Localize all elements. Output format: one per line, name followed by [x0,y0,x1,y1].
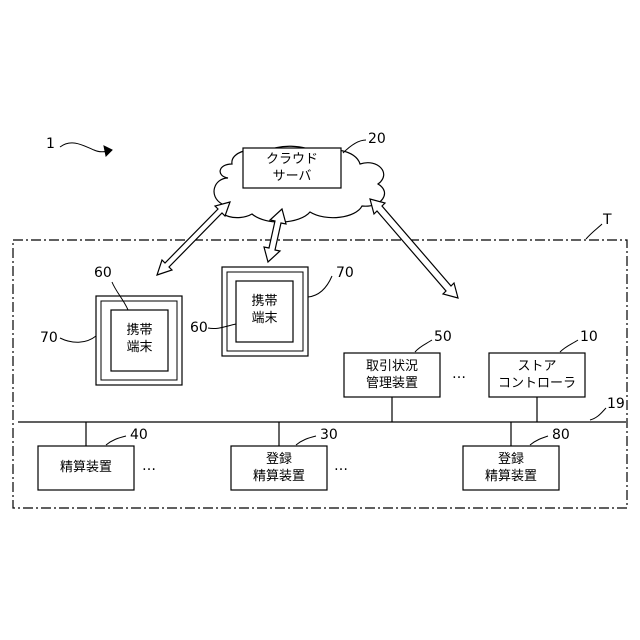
store-controller-line2: コントローラ [489,375,585,392]
ref-settlement: 40 [130,427,148,443]
mobile-left-line1: 携帯 [111,322,168,339]
mobile-left-label: 携帯 端末 [111,322,168,356]
mobile-center-label: 携帯 端末 [236,293,293,327]
mobile-center-line1: 携帯 [236,293,293,310]
registration-settlement-b-label: 登録 精算装置 [463,451,559,485]
arrow-cloud-mobile-left [157,202,230,275]
cloud-server-line1: クラウド [243,151,341,168]
settlement-label: 精算装置 [38,459,134,476]
ellipsis-between-mgr-controller: … [452,366,467,382]
ref-mobile-center-inner: 60 [190,320,208,336]
ellipsis-after-settlement: … [142,458,157,474]
ref-store: T [603,212,612,228]
ref-mobile-left-outer: 70 [40,330,58,346]
transaction-mgr-line1: 取引状況 [344,358,440,375]
mobile-left-line2: 端末 [111,339,168,356]
ref-registration-settlement-b: 80 [552,427,570,443]
arrow-cloud-transaction [370,199,458,298]
ref-network: 19 [607,396,625,412]
mobile-center-line2: 端末 [236,310,293,327]
ref-mobile-left-inner: 60 [94,265,112,281]
ref-cloud: 20 [368,131,386,147]
ellipsis-after-registration-a: … [334,458,349,474]
cloud-server-label: クラウド サーバ [243,151,341,185]
registration-settlement-a-line1: 登録 [231,451,327,468]
ref-store-controller: 10 [580,329,598,345]
registration-settlement-a-line2: 精算装置 [231,468,327,485]
ref-mobile-center-outer: 70 [336,265,354,281]
registration-settlement-b-line1: 登録 [463,451,559,468]
registration-settlement-a-label: 登録 精算装置 [231,451,327,485]
ref-transaction-mgr: 50 [434,329,452,345]
store-controller-line1: ストア [489,358,585,375]
cloud-server-line2: サーバ [243,168,341,185]
transaction-mgr-line2: 管理装置 [344,375,440,392]
transaction-mgr-label: 取引状況 管理装置 [344,358,440,392]
settlement-line1: 精算装置 [38,459,134,476]
store-controller-label: ストア コントローラ [489,358,585,392]
ref-registration-settlement-a: 30 [320,427,338,443]
registration-settlement-b-line2: 精算装置 [463,468,559,485]
ref-system: 1 [46,136,55,152]
